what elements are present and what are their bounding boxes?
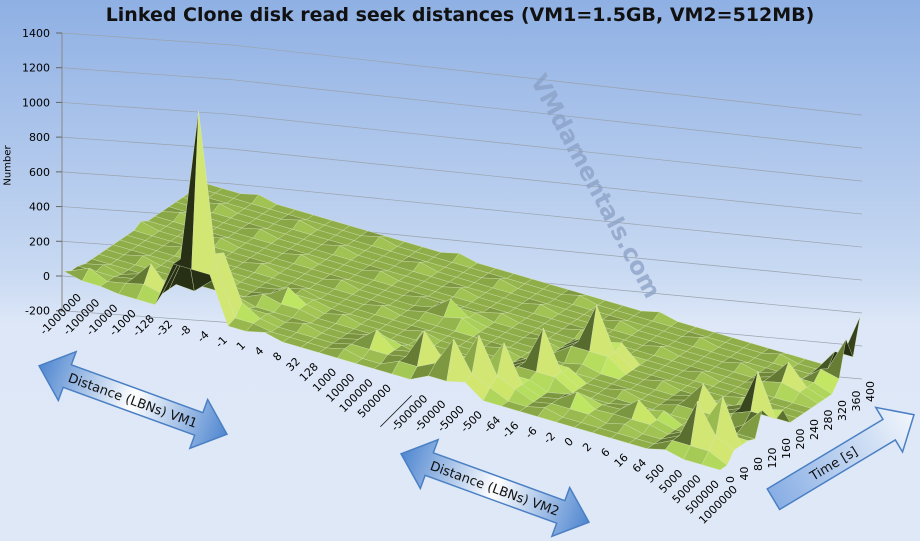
gridline	[61, 136, 863, 215]
z-tick-label: 1200	[22, 62, 50, 75]
time-tick-label: 160	[780, 438, 793, 459]
z-tick-label: 1000	[22, 96, 50, 109]
time-tick-label: 80	[752, 457, 765, 471]
surface-cell	[701, 450, 728, 471]
time-tick-label: 360	[850, 391, 863, 412]
time-tick-label: 320	[836, 400, 849, 421]
time-tick-label: 120	[766, 448, 779, 469]
chart-title: Linked Clone disk read seek distances (V…	[105, 4, 815, 26]
time-tick-label: 40	[738, 467, 751, 481]
gridline	[61, 171, 863, 248]
time-tick-label: 400	[864, 381, 877, 402]
z-tick-label: 200	[29, 235, 50, 248]
z-tick-label: -200	[25, 305, 50, 318]
time-tick-label: 200	[794, 429, 807, 450]
gridline	[61, 67, 863, 149]
gridline	[61, 102, 863, 182]
gridline	[61, 32, 863, 116]
time-tick-label: 280	[822, 410, 835, 431]
z-tick-label: 1400	[22, 27, 50, 40]
z-tick-label: 800	[29, 131, 50, 144]
time-tick-label: 240	[808, 419, 821, 440]
z-tick-label: 600	[29, 166, 50, 179]
time-tick-label: 0	[724, 476, 737, 483]
z-tick-label: 400	[29, 201, 50, 214]
y-axis-label: Number	[2, 145, 14, 186]
z-tick-label: 0	[43, 270, 50, 283]
